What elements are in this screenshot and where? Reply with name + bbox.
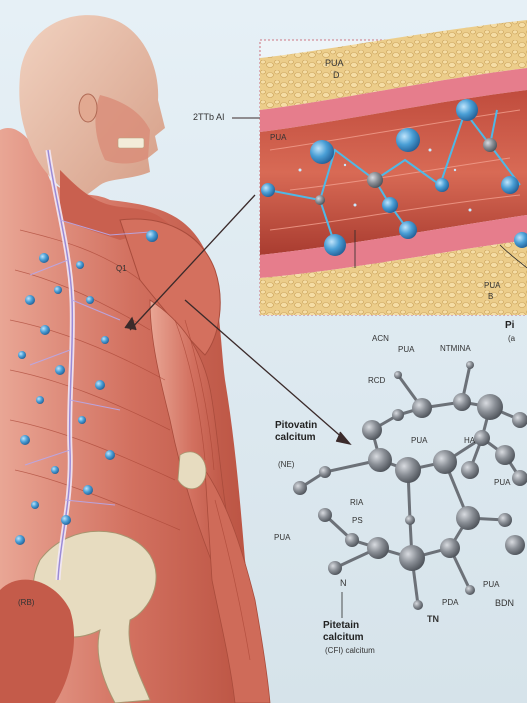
- vessel-sparkles: [298, 148, 472, 212]
- molecule-label-pua-left: PUA: [274, 533, 291, 542]
- molecule-label-ria: RIA: [350, 498, 364, 507]
- molecule-label-pua-br: PUA: [483, 580, 500, 589]
- artery-label-left-callout: 2TTb AI: [193, 112, 225, 122]
- ear: [78, 93, 98, 123]
- forearm: [204, 468, 271, 703]
- artery-label-bottom-right-sub: B: [488, 292, 494, 301]
- artery-label-top-sub: D: [333, 70, 340, 80]
- muscle-fibers: [9, 229, 251, 661]
- molecule-caption-line1: Pitetain: [323, 620, 360, 631]
- teeth: [117, 137, 145, 149]
- molecule-label-ps: PS: [352, 516, 363, 525]
- vessel-chain-atoms: [261, 99, 527, 256]
- molecule-diagram: [293, 361, 527, 618]
- gluteal-muscle: [0, 579, 75, 703]
- molecule-atoms: [293, 361, 527, 610]
- artery-label-bottom-right: PUA: [484, 281, 501, 290]
- molecule-label-pua-mid: PUA: [411, 436, 428, 445]
- nerve-branches: [24, 219, 151, 506]
- callout-arrows: [124, 117, 352, 446]
- human-torso: [0, 15, 271, 703]
- body-label-hip: (RB): [18, 598, 35, 607]
- molecule-caption-sub: (CFI) calcitum: [325, 646, 375, 655]
- molecule-label-pua-top: PUA: [398, 345, 415, 354]
- molecule-label-pda: PDA: [442, 598, 459, 607]
- molecule-label-top-right-sub: (a: [508, 334, 516, 343]
- molecule-label-rcd: RCD: [368, 376, 386, 385]
- elbow-bone: [177, 451, 207, 490]
- artery-callout: [259, 20, 527, 316]
- molecule-label-acn: ACN: [372, 334, 389, 343]
- molecule-label-n: N: [340, 578, 347, 588]
- molecule-label-ntmina: NTMINA: [440, 344, 471, 353]
- molecule-label-top-right: Pi: [505, 320, 515, 331]
- molecule-caption-line2: calcitum: [323, 632, 364, 643]
- artery-label-top: PUA: [325, 58, 344, 68]
- molecule-label-bdn: BDN: [495, 598, 515, 608]
- molecule-label-ha: HA: [464, 436, 476, 445]
- molecule-label-pua-right: PUA: [494, 478, 511, 487]
- calcium-particles: [15, 230, 158, 545]
- molecule-title-line2: calcitum: [275, 432, 316, 443]
- body-label-back: Q1: [116, 264, 127, 273]
- molecule-title-sub: (NE): [278, 460, 295, 469]
- artery-label-inner-left: PUA: [270, 133, 287, 142]
- molecule-label-tn: TN: [427, 614, 439, 624]
- molecule-title-line1: Pitovatin: [275, 420, 318, 431]
